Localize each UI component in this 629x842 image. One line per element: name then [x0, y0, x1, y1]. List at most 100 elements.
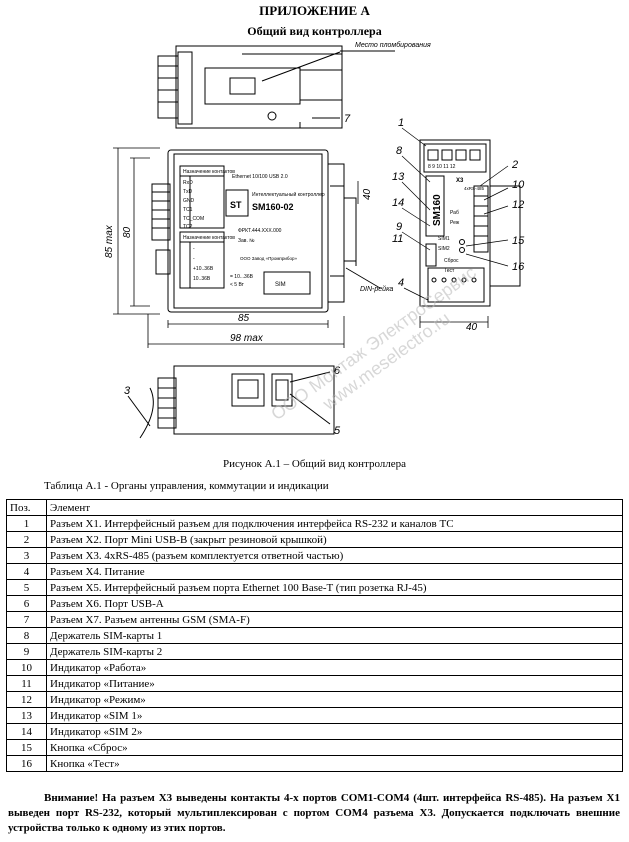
panel2-row-3: +10..36В	[193, 266, 214, 272]
row-position: 8	[6, 627, 47, 644]
side-rs485: 4хRS-485	[464, 186, 485, 191]
figure-caption: Рисунок А.1 – Общий вид контроллера	[222, 458, 407, 470]
panel1-title: Назначение контактов	[183, 169, 235, 175]
row-position: 11	[6, 675, 47, 692]
figure-title: Общий вид контроллера	[247, 24, 382, 38]
callout-4: 4	[398, 277, 404, 289]
front-view	[151, 149, 357, 313]
callout-6: 6	[334, 365, 341, 377]
warning-note-text: Внимание! На разъем Х3 выведены контакты…	[8, 792, 620, 834]
row-position: 3	[6, 547, 47, 564]
row-element: Разъем Х2. Порт Mini USB-B (закрыт резин…	[46, 531, 623, 548]
dim-height-85: 85 max	[104, 224, 115, 258]
side-model: SM160	[432, 194, 443, 226]
top-view	[157, 45, 395, 129]
row-element: Разъем Х3. 4хRS-485 (разъем комплектуетс…	[46, 547, 623, 564]
callout-3: 3	[124, 385, 131, 397]
seal-label: Место пломбирования	[355, 41, 431, 49]
header-position: Поз.	[6, 499, 47, 516]
callout-1: 1	[398, 117, 404, 129]
callout-15: 15	[512, 235, 525, 247]
row-element: Держатель SIM-карты 1	[46, 627, 623, 644]
row-position: 2	[6, 531, 47, 548]
row-element: Разъем Х4. Питание	[46, 563, 623, 580]
row-position: 14	[6, 723, 47, 740]
callout-16: 16	[512, 261, 525, 273]
panel1-row-1: RxD	[183, 180, 193, 186]
dim-height-80: 80	[122, 226, 133, 238]
callout-leaders	[401, 127, 509, 301]
row-element: Держатель SIM-карты 2	[46, 643, 623, 660]
device-sim: SIM	[275, 282, 286, 288]
row-position: 13	[6, 707, 47, 724]
dimension-lines	[113, 147, 489, 348]
panel2-row-1: -	[193, 246, 195, 252]
side-label-reset: Сброс	[444, 258, 459, 264]
side-label-test: Тест	[444, 268, 455, 274]
callout-12: 12	[512, 199, 524, 211]
row-element: Разъем Х6. Порт USB-A	[46, 595, 623, 612]
dim-depth-40: 40	[362, 188, 373, 200]
panel1-row-6: ТС2	[183, 224, 193, 230]
row-position: 5	[6, 579, 47, 596]
callout-10: 10	[512, 179, 525, 191]
callout-7: 7	[344, 113, 351, 125]
side-view	[419, 139, 521, 307]
device-power: = 10...36В	[230, 274, 254, 280]
row-position: 6	[6, 595, 47, 612]
row-element: Разъем Х5. Интерфейсный разъем порта Eth…	[46, 579, 623, 596]
din-rail-label: DIN-рейка	[360, 285, 393, 293]
row-position: 9	[6, 643, 47, 660]
row-position: 12	[6, 691, 47, 708]
header-element: Элемент	[46, 499, 623, 516]
callout-2: 2	[511, 159, 518, 171]
device-wattage: < 5 Вт	[230, 282, 245, 288]
dim-depth-40b: 40	[466, 322, 478, 333]
row-element: Индикатор «SIM 1»	[46, 707, 623, 724]
row-element: Индикатор «Работа»	[46, 659, 623, 676]
row-element: Индикатор «SIM 2»	[46, 723, 623, 740]
table-caption: Таблица А.1 - Органы управления, коммута…	[44, 480, 329, 492]
device-brand: ST	[230, 200, 242, 210]
side-label-work: Раб	[450, 210, 459, 216]
side-label-sim1: SIM1	[438, 236, 450, 242]
row-element: Индикатор «Режим»	[46, 691, 623, 708]
callout-9: 9	[396, 221, 402, 233]
row-position: 1	[6, 515, 47, 532]
side-label-sim2: SIM2	[438, 246, 450, 252]
side-top-pins: 8 9 10 11 12	[428, 164, 456, 170]
side-label-mode: Реж	[450, 220, 460, 226]
panel2-title: Назначение контактов	[183, 235, 235, 241]
table-header-row: Поз. Элемент	[6, 499, 623, 516]
device-model: SM160-02	[252, 202, 294, 212]
row-position: 7	[6, 611, 47, 628]
dim-width-98: 98 max	[230, 333, 264, 344]
panel2-row-4: 10..36В	[193, 276, 211, 282]
row-element: Кнопка «Тест»	[46, 755, 623, 772]
panel1-row-3: GND	[183, 198, 195, 204]
callout-13: 13	[392, 171, 405, 183]
dim-width-85: 85	[238, 313, 250, 324]
side-x3: X3	[456, 178, 464, 184]
warning-note: Внимание! На разъем Х3 выведены контакты…	[8, 791, 620, 836]
row-element: Кнопка «Сброс»	[46, 739, 623, 756]
callout-14: 14	[392, 197, 404, 209]
controller-drawing: Место пломбирования 7 DIN-рейка 85 98 ma…	[104, 41, 525, 439]
device-doc-no: ФРКТ.444.ХХХ.000	[238, 228, 282, 234]
